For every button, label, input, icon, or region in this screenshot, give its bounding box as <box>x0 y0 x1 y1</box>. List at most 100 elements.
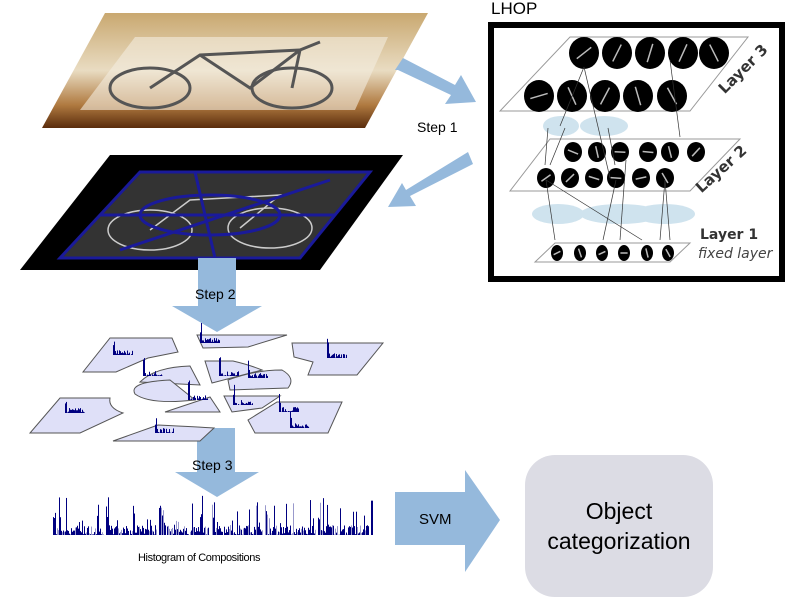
region-histogram-bar <box>295 423 296 428</box>
histogram-bar <box>299 528 300 535</box>
histogram-bar <box>226 529 227 535</box>
region-histogram-bar <box>201 399 202 400</box>
region-histogram-bar <box>118 354 119 355</box>
histogram-bar <box>124 529 125 535</box>
region-histogram-bar <box>306 424 307 428</box>
region-histogram-bar <box>200 397 201 400</box>
region-histogram-bar <box>117 350 118 355</box>
histogram-bar <box>192 503 193 535</box>
histogram-bar <box>120 531 121 535</box>
region-histogram-bar <box>201 323 202 343</box>
histogram-bar <box>200 517 201 535</box>
histogram-bar <box>146 529 147 535</box>
region-histogram-bar <box>235 375 236 376</box>
region-histogram-bar <box>204 341 205 343</box>
input-image-bicycle <box>42 13 428 128</box>
step3-label: Step 3 <box>192 457 233 473</box>
region-histogram-bar <box>236 375 237 376</box>
region-histogram-bar <box>120 351 121 355</box>
region-histogram-bar <box>155 424 156 433</box>
lhop-node-edge <box>541 174 551 182</box>
histogram-bar <box>108 497 109 535</box>
region-histogram-bar <box>147 374 148 376</box>
region-histogram-bar <box>284 411 285 412</box>
histogram-bar <box>241 529 242 535</box>
histogram-bar <box>74 530 75 535</box>
histogram-bar <box>301 528 302 535</box>
histogram-bar <box>313 518 314 535</box>
histogram-bar <box>244 527 245 535</box>
histogram-bar <box>324 531 325 535</box>
region-histogram-bar <box>298 408 299 412</box>
histogram-bar <box>68 530 69 535</box>
histogram-bar <box>327 504 328 535</box>
region-histogram-bar <box>264 374 265 378</box>
histogram-bar <box>275 528 276 535</box>
histogram-bar <box>133 505 134 535</box>
region-histogram-bar <box>157 428 158 433</box>
histogram-bar <box>315 529 316 535</box>
histogram-bar <box>145 528 146 535</box>
histogram-bar <box>110 530 111 535</box>
region-histogram-bar <box>328 342 329 358</box>
histogram-bar <box>156 529 157 535</box>
region-histogram-bar <box>132 350 133 355</box>
histogram-bar <box>95 528 96 535</box>
histogram-bar <box>58 530 59 535</box>
lhop-node-edge <box>610 176 622 180</box>
lhop-node-edge <box>530 92 548 100</box>
histogram-bar <box>117 520 118 535</box>
region-histogram-bar <box>241 400 242 405</box>
region-histogram-bar <box>155 371 156 376</box>
histogram-bar <box>362 532 363 535</box>
region-histogram-bar <box>235 402 236 405</box>
histogram-bar <box>368 526 369 535</box>
histogram-bar <box>71 528 72 535</box>
histogram-bar <box>286 503 287 535</box>
region-histogram-bar <box>227 371 228 376</box>
histogram-bar <box>329 526 330 535</box>
region-histogram-bar <box>69 408 70 413</box>
histogram-bar <box>346 532 347 535</box>
histogram-bar <box>240 528 241 535</box>
histogram-bar <box>323 498 324 535</box>
histogram-bar <box>349 526 350 535</box>
histogram-bar <box>232 520 233 535</box>
region-histogram-bar <box>261 374 262 378</box>
region-histogram-bar <box>153 375 154 376</box>
histogram-bar <box>208 527 209 535</box>
histogram-bar <box>155 525 156 535</box>
histogram-bar <box>177 529 178 535</box>
histogram-bar <box>220 528 221 535</box>
region-histogram-bar <box>302 425 303 428</box>
histogram-bar <box>258 526 259 535</box>
region-histogram-bar <box>260 373 261 378</box>
svm-label: SVM <box>419 511 452 528</box>
region-histogram-bar <box>158 375 159 376</box>
histogram-bar <box>255 529 256 535</box>
region-histogram-bar <box>213 341 214 343</box>
histogram-bar <box>194 527 195 535</box>
histogram-bar <box>283 527 284 535</box>
layer1-note: fixed layer <box>698 246 773 262</box>
histogram-bar <box>99 531 100 535</box>
region-histogram-bar <box>300 426 301 428</box>
histogram-bar <box>92 534 93 535</box>
histogram-bar <box>344 525 345 535</box>
histogram-bar <box>238 534 239 535</box>
histogram-bar <box>66 497 67 535</box>
lhop-node-edge <box>665 248 671 258</box>
region-histogram-bar <box>333 354 334 358</box>
region-histogram-bar <box>84 412 85 413</box>
region-histogram-bar <box>163 428 164 433</box>
region-histogram-bar <box>212 339 213 343</box>
histogram-bar <box>321 530 322 535</box>
histogram-bar <box>125 533 126 535</box>
histogram-bar <box>205 526 206 535</box>
histogram-bar <box>164 522 165 535</box>
region-histogram-bar <box>152 374 153 376</box>
histogram-bar <box>257 502 258 535</box>
region-histogram-bar <box>80 408 81 413</box>
region-histogram-bar <box>116 353 117 355</box>
histogram-bar <box>185 530 186 535</box>
